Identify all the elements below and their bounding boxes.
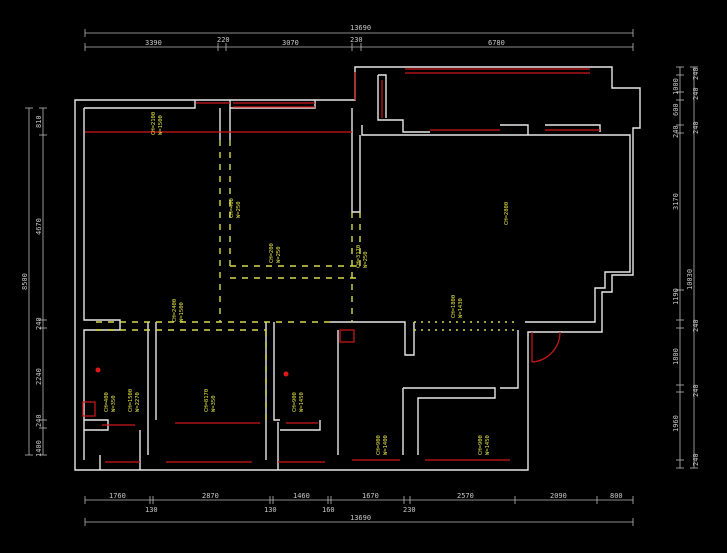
dim-right-total: 10030: [686, 269, 694, 290]
annotation-label: CH=3170: [356, 245, 362, 268]
dim-right-4: 240: [692, 121, 700, 134]
marker-icon: [283, 371, 289, 377]
annotation-label: CH=2800: [504, 202, 510, 225]
beams: [96, 140, 518, 420]
annotation-label: CH=2400: [172, 299, 178, 322]
annotation-label: CH=400: [104, 392, 110, 412]
dim-right-2: 240: [692, 87, 700, 100]
dim-bottom-small-1: 130: [145, 506, 158, 514]
annotation-label: CH=900: [376, 435, 382, 455]
dim-right-13: 240: [692, 453, 700, 466]
annotation-label: CH=1500: [128, 389, 134, 412]
annotation-label: W=250: [236, 201, 242, 218]
dim-top-3: 3070: [282, 39, 299, 47]
dim-right-7: 3170: [672, 193, 680, 210]
dim-left-total: 8500: [21, 273, 29, 290]
dim-right-10: 1800: [672, 348, 680, 365]
dim-bottom-2: 2870: [202, 492, 219, 500]
dim-bottom-total: 13690: [350, 514, 371, 522]
dim-left-3: 240: [35, 317, 43, 330]
annotation-label: CH=900: [292, 392, 298, 412]
annotation-label: CH=200: [269, 243, 275, 263]
annotation-label: CH=2100: [151, 112, 157, 135]
dim-left-1: 810: [35, 115, 43, 128]
dim-bottom-4: 1670: [362, 492, 379, 500]
annotation-label: W=1500: [179, 302, 185, 322]
dim-left-5: 240: [35, 414, 43, 427]
annotation-label: W=350: [111, 395, 117, 412]
right-dimensions: 10030 240 240 1000 240 600 240 3170 1190…: [672, 66, 700, 469]
dim-bottom-5: 2570: [457, 492, 474, 500]
marker-icon: [95, 367, 101, 373]
annotation-label: W=250: [276, 246, 282, 263]
dim-right-9: 240: [692, 319, 700, 332]
dim-right-12: 1960: [672, 415, 680, 432]
dim-right-8: 1190: [672, 288, 680, 305]
annotation-label: W=1450: [485, 435, 491, 455]
dim-bottom-small-4: 230: [403, 506, 416, 514]
dim-top-5: 6780: [488, 39, 505, 47]
dim-bottom-7: 800: [610, 492, 623, 500]
dim-bottom-6: 2090: [550, 492, 567, 500]
annotation-label: W=350: [211, 395, 217, 412]
left-dimensions: 8500 810 4670 240 2240 240 1400: [21, 107, 47, 457]
dim-right-11: 240: [692, 384, 700, 397]
dim-right-6: 240: [672, 125, 680, 138]
annotation-label: W=1400: [383, 435, 389, 455]
dim-right-1: 240: [692, 67, 700, 80]
dim-bottom-3: 1460: [293, 492, 310, 500]
annotation-label: CH=900: [478, 435, 484, 455]
dim-right-5: 600: [672, 103, 680, 116]
dim-right-3: 1000: [672, 78, 680, 95]
dim-top-4: 230: [350, 36, 363, 44]
annotation-label: W=1500: [158, 115, 164, 135]
dim-bottom-1: 1760: [109, 492, 126, 500]
dim-top-1: 3390: [145, 39, 162, 47]
dim-top-2: 220: [217, 36, 230, 44]
dim-bottom-small-3: 160: [322, 506, 335, 514]
annotation-label: W=1450: [299, 392, 305, 412]
windows: [82, 68, 600, 463]
dim-left-2: 4670: [35, 218, 43, 235]
dim-top-total: 13690: [350, 24, 371, 32]
annotation-label: CH=8170: [204, 389, 210, 412]
dim-left-6: 1400: [35, 440, 43, 457]
annotation-label: CH=400: [229, 198, 235, 218]
annotation-label: CH=1800: [451, 295, 457, 318]
bottom-dimensions: 1760 2870 1460 1670 2570 2090 800 130 13…: [84, 492, 634, 526]
annotation-label: W=250: [363, 251, 369, 268]
top-dimensions: 13690 3390 220 3070 230 6780: [84, 24, 634, 51]
annotation-label: W=1430: [458, 298, 464, 318]
dim-left-4: 2240: [35, 368, 43, 385]
annotation-label: W=2270: [135, 392, 141, 412]
dim-bottom-small-2: 130: [264, 506, 277, 514]
walls: [74, 66, 641, 471]
